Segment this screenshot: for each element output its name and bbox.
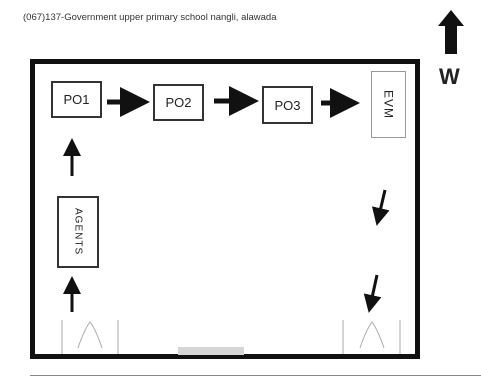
- bottom-rule: [30, 375, 481, 376]
- diagram-title: (067)137-Government upper primary school…: [23, 12, 277, 23]
- station-po3-label: PO3: [274, 97, 301, 113]
- station-po1-label: PO1: [63, 92, 90, 107]
- station-agents: AGENTS: [57, 196, 99, 268]
- room-outline: [30, 59, 420, 359]
- station-agents-label: AGENTS: [72, 208, 84, 256]
- station-evm: EVM: [371, 71, 406, 138]
- door-gap: [178, 347, 244, 355]
- station-evm-label: EVM: [381, 89, 396, 119]
- station-po2: PO2: [153, 84, 204, 121]
- entry-door: [61, 320, 119, 354]
- station-po3: PO3: [262, 86, 313, 124]
- arrow-evm-down: [371, 189, 390, 226]
- station-po2-label: PO2: [165, 95, 192, 110]
- direction-label: W: [439, 64, 460, 89]
- arrow-exit-down: [363, 274, 382, 313]
- station-po1: PO1: [51, 81, 102, 118]
- up-arrow-icon: [438, 10, 464, 54]
- exit-door: [342, 320, 401, 354]
